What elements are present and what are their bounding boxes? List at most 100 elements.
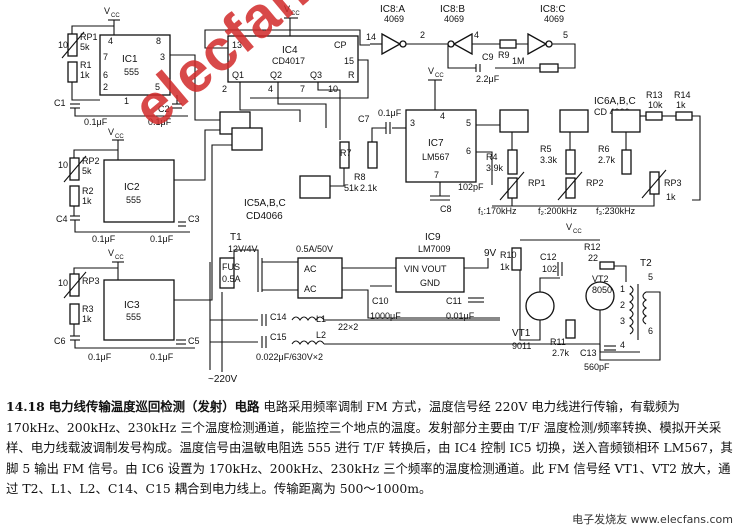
vcc-sub: CC: [111, 13, 120, 19]
c4-label: C4: [56, 214, 68, 224]
ic9-vin: VIN VOUT: [404, 264, 447, 274]
coupling-section: C14 C15 L1 L2 22×2 0.022μF/630V×2 ~220V: [208, 262, 600, 385]
r11-label: R11: [550, 337, 566, 347]
ic8c-label: IC8:C: [540, 4, 566, 15]
vcc-amp-label: V: [566, 222, 572, 232]
c5-label: C5: [188, 336, 200, 346]
ic1-pin4: 4: [108, 36, 113, 46]
caption-title: 电力线传输温度巡回检测（发射）电路: [48, 399, 260, 414]
r4-value: 3.9k: [486, 163, 504, 173]
ic5-label: IC5A,B,C: [244, 198, 286, 209]
c14-label: C14: [270, 312, 287, 322]
ic8-section: IC8:A 4069 IC8:B 4069 IC8:C 4069 4 2 14 …: [366, 4, 576, 84]
r7-value: 51k: [344, 183, 359, 193]
rp2-tag: 10: [58, 160, 68, 170]
ic1-pin3: 3: [160, 52, 165, 62]
rp1b-label: RP1: [528, 178, 546, 188]
c12-value: 102: [542, 264, 557, 274]
ic2-type: 555: [126, 195, 141, 205]
c6-label: C6: [54, 336, 66, 346]
c11-label: C11: [446, 296, 462, 306]
ic9-label: IC9: [425, 232, 441, 243]
ic7-pin7: 7: [434, 170, 439, 180]
ic8-pin2: 2: [420, 30, 425, 40]
ic4-r: R: [348, 70, 355, 80]
bridge-ac1: AC: [304, 264, 317, 274]
fus-value: 0.5A: [222, 274, 241, 284]
c2-label: C2: [158, 104, 170, 114]
c8-value: 102pF: [458, 182, 484, 192]
ic4-label: IC4: [282, 45, 298, 56]
r14-label: R14: [674, 90, 691, 100]
vcc4-sub: CC: [291, 11, 300, 17]
ic4-pin15: 15: [344, 56, 354, 66]
vcc2-label: V: [108, 127, 114, 137]
c7-value: 0.1μF: [378, 108, 402, 118]
ic4-pin7: 7: [300, 84, 305, 94]
ic7-pin4: 4: [440, 111, 445, 121]
r11-value: 2.7k: [552, 348, 570, 358]
bridge-label: 0.5A/50V: [296, 244, 333, 254]
ic9-gnd: GND: [420, 278, 441, 288]
r5-label: R5: [540, 144, 552, 154]
t2-pin4: 4: [620, 340, 625, 350]
c9-value: 2.2μF: [476, 74, 500, 84]
fus-label: FUS: [222, 262, 240, 272]
ic4-pin14: 14: [366, 32, 376, 42]
ic1-pin7: 7: [103, 52, 108, 62]
vcc3-sub: CC: [115, 255, 124, 261]
ic1-pin6: 6: [103, 70, 108, 80]
r12-label: R12: [584, 242, 601, 252]
r1-value: 1k: [80, 70, 90, 80]
c2-value: 0.1μF: [148, 117, 172, 127]
rp1-label: RP1: [80, 32, 98, 42]
rp2-label: RP2: [82, 156, 100, 166]
t1-label: T1: [230, 232, 242, 243]
power-section: T1 12V/4V FUS 0.5A 0.5A/50V AC AC IC9 LM…: [219, 232, 500, 321]
c3-label: C3: [188, 214, 200, 224]
r13-value: 10k: [648, 100, 663, 110]
c11-value: 0.01μF: [446, 311, 475, 321]
l2-label: L2: [316, 330, 326, 340]
rp2-value: 5k: [82, 166, 92, 176]
c8-label: C8: [440, 204, 452, 214]
ic4-pin2: 2: [222, 84, 227, 94]
c9-label: C9: [482, 52, 494, 62]
figure-caption: 14.18 电力线传输温度巡回检测（发射）电路 电路采用频率调制 FM 方式，温…: [6, 397, 734, 500]
ic8b-type: 4069: [444, 14, 464, 24]
site-logo: 电子发烧友 www.elecfans.com: [570, 511, 735, 527]
ic1-pin5: 5: [155, 82, 160, 92]
c3-value: 0.1μF: [150, 234, 174, 244]
r8-label: R8: [354, 172, 366, 182]
r2-label: R2: [82, 186, 94, 196]
t2-pin2: 2: [620, 300, 625, 310]
out-9v: 9V: [484, 248, 497, 259]
c10-value: 1000μF: [370, 311, 401, 321]
ic4-cp: CP: [334, 40, 347, 50]
ic3-label: IC3: [124, 300, 140, 311]
ic1-type: 555: [124, 67, 139, 77]
c12-label: C12: [540, 252, 557, 262]
ic8-pin4: 4: [474, 30, 479, 40]
c1-label: C1: [54, 98, 66, 108]
ic7-label: IC7: [428, 138, 444, 149]
ic3-type: 555: [126, 312, 141, 322]
ic8-pin5: 5: [563, 30, 568, 40]
vcc7-label: V: [428, 66, 434, 76]
r12-value: 22: [588, 253, 598, 263]
ic4-pin4: 4: [268, 84, 273, 94]
amplifier-section: V CC R10 1k C12 102 R12 22 VT1 9011 VT2 …: [500, 222, 661, 372]
ic1-pin8: 8: [156, 36, 161, 46]
c7-label: C7: [358, 114, 370, 124]
t1-value: 12V/4V: [228, 244, 258, 254]
vcc-amp-sub: CC: [573, 229, 582, 235]
rp3-label: RP3: [82, 276, 100, 286]
vcc4-label: V: [284, 4, 290, 14]
ic7-pin5: 5: [466, 118, 471, 128]
ic9-type: LM7009: [418, 244, 451, 254]
r3-value: 1k: [82, 314, 92, 324]
ic7-section: V CC IC7 LM567 4 3 5 6 7 C7 0.1μF R8 2.1…: [339, 66, 501, 214]
circuit-schematic: V CC IC1 555 4 8 7 3 6 2 5 1 10 RP1 5k R…: [54, 4, 701, 385]
r10-label: R10: [500, 250, 517, 260]
r3-label: R3: [82, 304, 94, 314]
